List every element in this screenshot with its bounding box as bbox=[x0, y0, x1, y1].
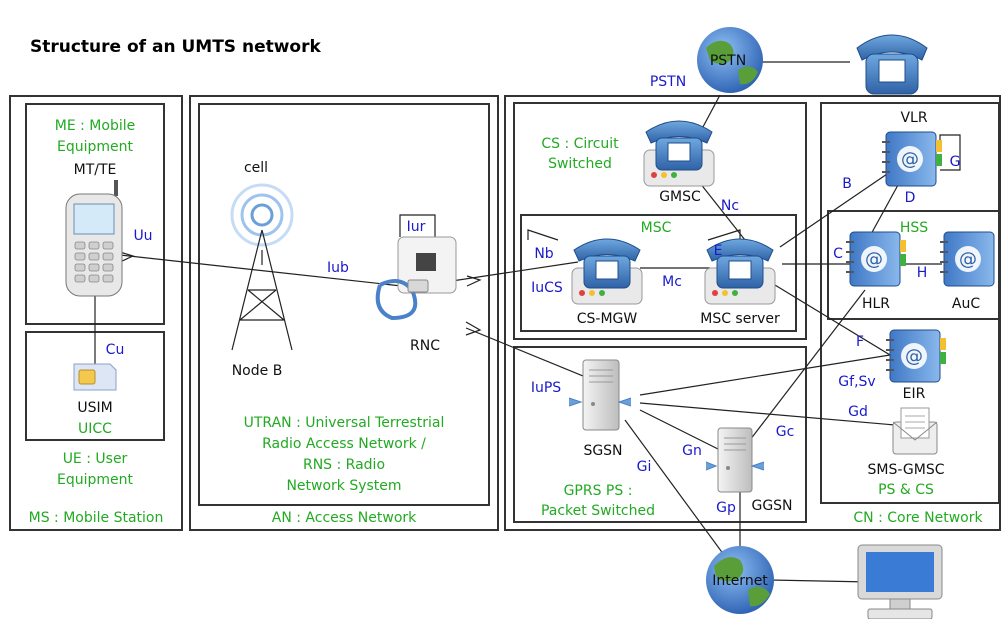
sgsn-server-icon bbox=[568, 359, 632, 431]
rnc-label: RNC bbox=[410, 338, 440, 354]
utran-label-3: RNS : Radio bbox=[303, 457, 385, 473]
gprs-label-2: Packet Switched bbox=[541, 503, 655, 519]
cu-interface-label: Cu bbox=[106, 342, 125, 358]
auc-label: AuC bbox=[952, 296, 980, 312]
gprs-box bbox=[513, 346, 807, 523]
mc-interface-label: Mc bbox=[662, 274, 682, 290]
gfsv-interface-label: Gf,Sv bbox=[838, 374, 875, 390]
gn-interface-label: Gn bbox=[682, 443, 702, 459]
eir-label: EIR bbox=[903, 386, 926, 402]
usim-label: USIM bbox=[77, 400, 112, 416]
h-interface-label: H bbox=[917, 265, 928, 281]
svg-text:@: @ bbox=[959, 249, 977, 270]
utran-label-4: Network System bbox=[286, 478, 401, 494]
c-interface-label: C bbox=[833, 246, 843, 262]
an-label: AN : Access Network bbox=[272, 510, 417, 526]
hlr-label: HLR bbox=[862, 296, 890, 312]
gmsc-phone-icon bbox=[643, 120, 715, 187]
uu-interface-label: Uu bbox=[133, 228, 152, 244]
hss-label: HSS bbox=[900, 220, 928, 236]
msc-label: MSC bbox=[641, 220, 672, 236]
f-interface-label: F bbox=[856, 334, 864, 350]
connection-lines bbox=[94, 61, 961, 583]
antenna-icon bbox=[230, 183, 294, 351]
b-interface-label: B bbox=[842, 176, 852, 192]
cs-mgw-phone-icon bbox=[571, 238, 643, 305]
iucs-interface-label: IuCS bbox=[531, 280, 563, 296]
cell-label: cell bbox=[244, 160, 268, 176]
pstn-globe-icon bbox=[697, 27, 763, 93]
gmsc-label: GMSC bbox=[659, 189, 701, 205]
ggsn-label: GGSN bbox=[751, 498, 792, 514]
ue-label-2: Equipment bbox=[57, 472, 134, 488]
ms-box bbox=[9, 95, 183, 531]
msc-server-label: MSC server bbox=[700, 311, 780, 327]
internet-globe-icon bbox=[706, 546, 774, 614]
ms-label: MS : Mobile Station bbox=[29, 510, 164, 526]
eir-address-book-icon: @ bbox=[886, 329, 946, 383]
gp-interface-label: Gp bbox=[716, 500, 736, 516]
d-interface-label: D bbox=[905, 190, 916, 206]
hss-box bbox=[827, 210, 1001, 320]
mobile-phone-icon bbox=[65, 180, 123, 297]
svg-text:@: @ bbox=[901, 149, 919, 170]
me-label-1: ME : Mobile bbox=[55, 118, 135, 134]
node-b-label: Node B bbox=[232, 363, 283, 379]
gd-interface-label: Gd bbox=[848, 404, 868, 420]
utran-label-1: UTRAN : Universal Terrestrial bbox=[244, 415, 445, 431]
an-box bbox=[189, 95, 499, 531]
svg-text:@: @ bbox=[905, 346, 923, 367]
nc-interface-label: Nc bbox=[721, 198, 739, 214]
msc-server-phone-icon bbox=[704, 238, 776, 305]
svg-text:@: @ bbox=[865, 249, 883, 270]
cs-label-1: CS : Circuit bbox=[541, 136, 619, 152]
gc-interface-label: Gc bbox=[776, 424, 795, 440]
uicc-label: UICC bbox=[78, 421, 112, 437]
ggsn-server-icon bbox=[705, 427, 765, 493]
sgsn-label: SGSN bbox=[583, 443, 622, 459]
pstn-node-label: PSTN bbox=[710, 53, 746, 69]
sim-card-icon bbox=[73, 363, 117, 391]
computer-icon bbox=[857, 544, 943, 619]
cs-label-2: Switched bbox=[548, 156, 612, 172]
nb-interface-label: Nb bbox=[534, 246, 553, 262]
ue-label-1: UE : User bbox=[63, 451, 128, 467]
cs-mgw-label: CS-MGW bbox=[577, 311, 638, 327]
iub-interface-label: Iub bbox=[327, 260, 349, 276]
msc-box bbox=[520, 214, 797, 332]
cs-box bbox=[513, 102, 807, 340]
cn-label: CN : Core Network bbox=[853, 510, 983, 526]
iur-interface-label: Iur bbox=[407, 219, 426, 235]
mtte-label: MT/TE bbox=[74, 162, 117, 178]
iups-interface-label: IuPS bbox=[531, 380, 561, 396]
g-interface-label: G bbox=[950, 154, 961, 170]
ps-cs-label: PS & CS bbox=[878, 482, 934, 498]
internet-node-label: Internet bbox=[712, 573, 768, 589]
auc-address-book-icon: @ bbox=[940, 231, 995, 287]
utran-box bbox=[198, 103, 490, 506]
sms-gmsc-label: SMS-GMSC bbox=[867, 462, 944, 478]
phone-icon bbox=[856, 34, 928, 95]
utran-label-2: Radio Access Network / bbox=[262, 436, 426, 452]
diagram-title: Structure of an UMTS network bbox=[30, 37, 321, 57]
vlr-address-book-icon: @ bbox=[882, 131, 942, 187]
gprs-label-1: GPRS PS : bbox=[564, 483, 633, 499]
rnc-icon bbox=[375, 236, 457, 321]
hlr-address-book-icon: @ bbox=[846, 231, 906, 287]
e-interface-label: E bbox=[714, 243, 723, 259]
mail-icon bbox=[892, 407, 938, 455]
gi-interface-label: Gi bbox=[637, 459, 652, 475]
me-label-2: Equipment bbox=[57, 139, 134, 155]
pstn-interface-label: PSTN bbox=[650, 74, 686, 90]
vlr-label: VLR bbox=[900, 110, 927, 126]
